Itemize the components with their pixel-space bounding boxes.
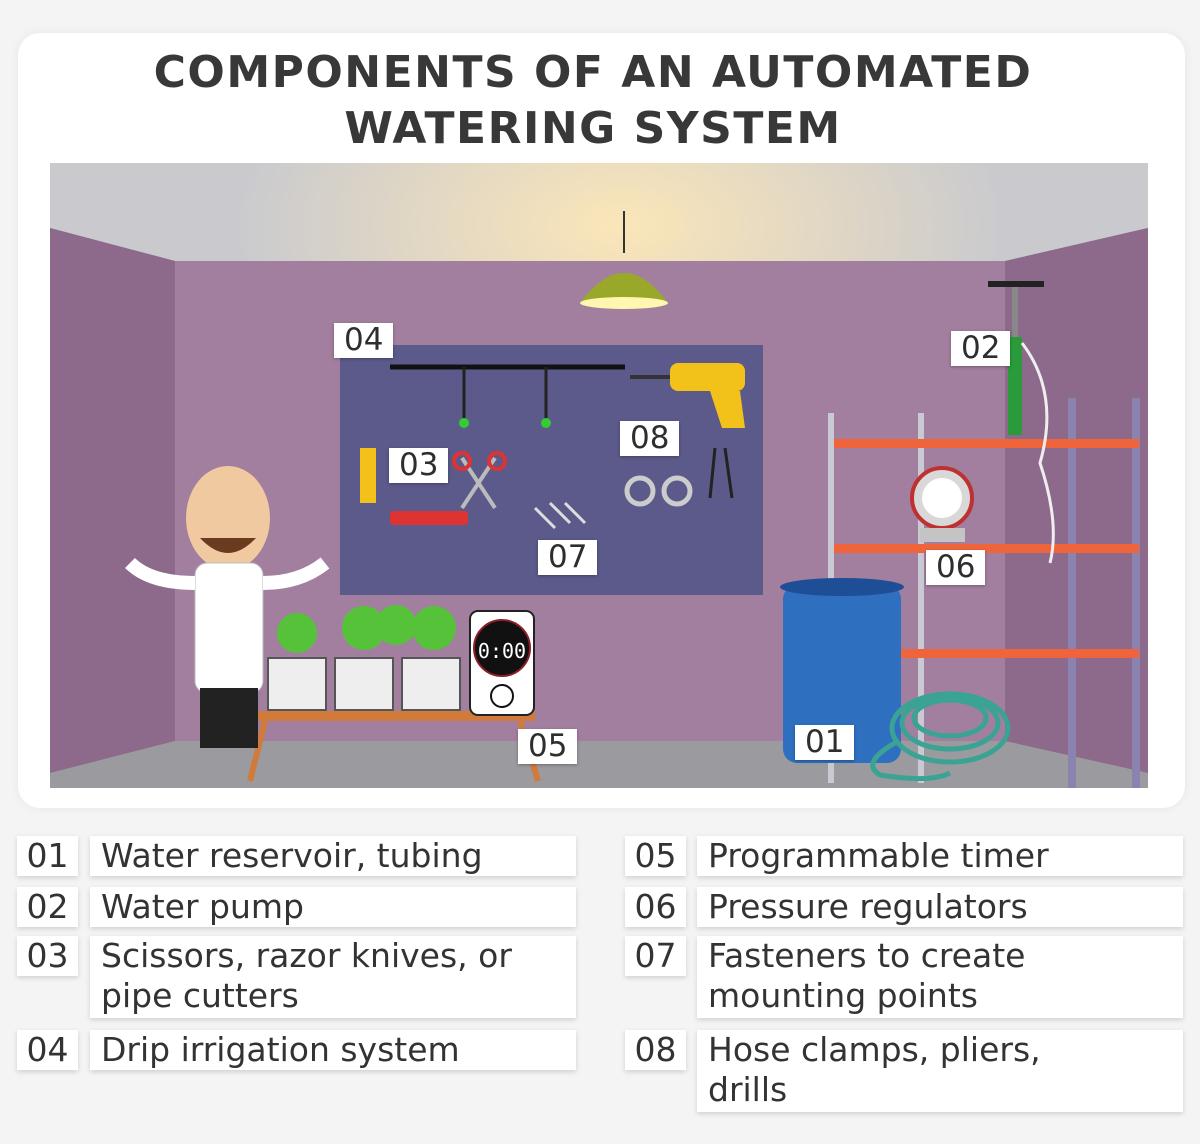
scissors-icon xyxy=(452,451,507,510)
legend-num: 02 xyxy=(17,887,78,927)
legend-num: 04 xyxy=(17,1030,78,1070)
label-01: 01 xyxy=(795,725,855,760)
legend-num: 06 xyxy=(625,887,686,927)
legend-text: Hose clamps, pliers, drills xyxy=(697,1030,1183,1112)
legend-num: 08 xyxy=(625,1030,686,1070)
drip-line-icon xyxy=(390,364,625,428)
water-barrel-icon xyxy=(780,578,904,763)
fasteners-icon xyxy=(533,501,587,530)
legend-num: 05 xyxy=(625,836,686,876)
legend-text: Fasteners to create mounting points xyxy=(697,936,1183,1018)
legend-text: Drip irrigation system xyxy=(90,1030,576,1070)
razor-knife-icon xyxy=(390,511,468,525)
label-07: 07 xyxy=(538,540,598,575)
legend-text: Water reservoir, tubing xyxy=(90,836,576,876)
label-03: 03 xyxy=(389,448,449,483)
hose-clamps-icon xyxy=(624,475,693,507)
legend-num: 07 xyxy=(625,936,686,976)
left-wall xyxy=(50,228,175,773)
title-line-2: WATERING SYSTEM xyxy=(344,103,842,154)
legend-text: Scissors, razor knives, or pipe cutters xyxy=(90,936,576,1018)
right-wall xyxy=(1005,228,1148,773)
timer-display: 0:00 xyxy=(478,639,526,663)
timer-icon: 0:00 xyxy=(469,610,535,716)
pliers-icon xyxy=(708,447,734,499)
potted-plants xyxy=(267,605,461,711)
lamp-icon xyxy=(580,211,668,309)
scientist-character-icon xyxy=(125,466,330,748)
label-04: 04 xyxy=(334,323,394,358)
legend-text: Programmable timer xyxy=(697,836,1183,876)
title-line-1: COMPONENTS OF AN AUTOMATED xyxy=(153,47,1033,98)
hose-coil-icon xyxy=(870,691,1011,782)
garage-scene-illustration: 0:00 xyxy=(50,163,1148,788)
legend-text: Pressure regulators xyxy=(697,887,1183,927)
floor xyxy=(50,741,1148,788)
label-06: 06 xyxy=(926,550,986,585)
pipe-cutter-icon xyxy=(360,448,376,503)
drill-icon xyxy=(630,363,745,428)
label-05: 05 xyxy=(518,729,578,764)
legend-text: Water pump xyxy=(90,887,576,927)
label-02: 02 xyxy=(951,331,1011,366)
pressure-regulator-icon xyxy=(910,466,974,542)
legend-num: 01 xyxy=(17,836,78,876)
label-08: 08 xyxy=(620,421,680,456)
legend-num: 03 xyxy=(17,936,78,976)
water-pump-icon xyxy=(988,281,1055,564)
